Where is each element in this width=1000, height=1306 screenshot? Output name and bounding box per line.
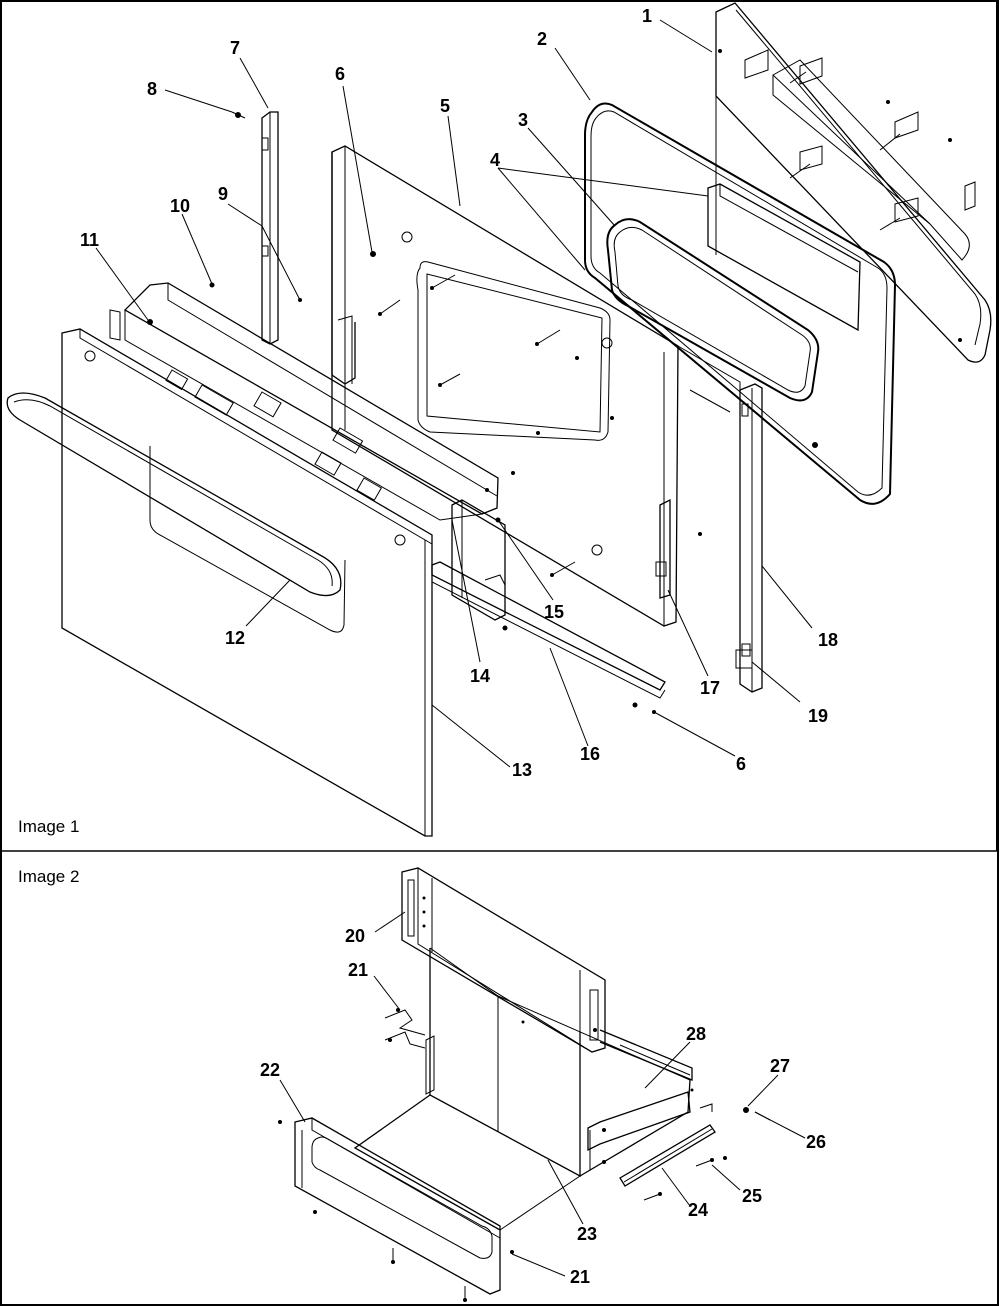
part-17-hinge-clip bbox=[655, 498, 671, 599]
callout-6-upper: 6 bbox=[335, 64, 345, 84]
callout-9: 9 bbox=[218, 184, 228, 204]
callout-20: 20 bbox=[345, 926, 365, 946]
image-2-callouts: 20 21 22 23 21 24 25 26 27 28 bbox=[260, 926, 826, 1287]
callout-12: 12 bbox=[225, 628, 245, 648]
part-22-drawer-front bbox=[278, 1117, 514, 1302]
callout-19: 19 bbox=[808, 706, 828, 726]
callout-25: 25 bbox=[742, 1186, 762, 1206]
callout-10: 10 bbox=[170, 196, 190, 216]
callout-21-upper: 21 bbox=[348, 960, 368, 980]
callout-23: 23 bbox=[577, 1224, 597, 1244]
callout-2: 2 bbox=[537, 29, 547, 49]
part-25-screw bbox=[643, 1156, 727, 1201]
part-23-drawer-box bbox=[353, 947, 691, 1231]
image-2-leaders bbox=[279, 911, 806, 1277]
callout-7: 7 bbox=[230, 38, 240, 58]
part-16-bottom-channel bbox=[431, 561, 666, 708]
callout-24: 24 bbox=[688, 1200, 708, 1220]
part-20-rear-panel bbox=[401, 867, 606, 1053]
part-19-hinge-bracket bbox=[735, 649, 753, 669]
part-1-door-liner bbox=[715, 2, 992, 363]
part-18-hinge-rail bbox=[739, 383, 763, 693]
part-10-screw bbox=[209, 282, 215, 288]
callout-11: 11 bbox=[80, 230, 99, 250]
callout-16: 16 bbox=[580, 744, 600, 764]
part-28-side-rail bbox=[599, 1029, 693, 1081]
callout-8: 8 bbox=[147, 79, 157, 99]
part-12-door-handle bbox=[6, 392, 346, 633]
image-1-callouts: 1 2 3 4 5 6 7 8 9 10 11 12 13 14 15 16 1… bbox=[80, 6, 838, 780]
part-21-clip bbox=[384, 1008, 426, 1049]
callout-17: 17 bbox=[700, 678, 720, 698]
part-24-slide-rail bbox=[619, 1103, 716, 1187]
callout-15: 15 bbox=[544, 602, 564, 622]
part-2-door-gasket bbox=[584, 102, 897, 505]
panel-label-image-1: Image 1 bbox=[18, 817, 79, 836]
callout-22: 22 bbox=[260, 1060, 280, 1080]
part-9-hinge-rail bbox=[298, 152, 356, 385]
callout-1: 1 bbox=[642, 6, 652, 26]
callout-3: 3 bbox=[518, 110, 528, 130]
part-27-screw bbox=[743, 1107, 749, 1113]
callout-21-lower: 21 bbox=[570, 1267, 590, 1287]
part-8-screw bbox=[231, 111, 246, 119]
part-3-window-gasket bbox=[606, 218, 820, 402]
callout-4: 4 bbox=[490, 150, 500, 170]
part-13-outer-door-panel bbox=[61, 328, 433, 837]
callout-13: 13 bbox=[512, 760, 532, 780]
part-14-side-bracket bbox=[451, 499, 506, 621]
image-2-drawing: 20 21 22 23 21 24 25 26 27 28 Image 2 bbox=[18, 867, 826, 1302]
callout-6-lower: 6 bbox=[736, 754, 746, 774]
image-1-drawing: 1 2 3 4 5 6 7 8 9 10 11 12 13 14 15 16 1… bbox=[6, 2, 992, 837]
rail-screw bbox=[690, 1088, 694, 1092]
callout-26: 26 bbox=[806, 1132, 826, 1152]
part-7-hinge-rail bbox=[261, 111, 279, 345]
gasket-clip bbox=[812, 442, 818, 448]
callout-5: 5 bbox=[440, 96, 450, 116]
door-frame-edge bbox=[677, 345, 741, 392]
part-4-glass-panel bbox=[707, 183, 861, 332]
callout-27: 27 bbox=[770, 1056, 790, 1076]
panel-label-image-2: Image 2 bbox=[18, 867, 79, 886]
door-frame-edge-2 bbox=[689, 389, 731, 413]
callout-14: 14 bbox=[470, 666, 490, 686]
part-5-inner-panel bbox=[331, 145, 702, 627]
callout-18: 18 bbox=[818, 630, 838, 650]
callout-28: 28 bbox=[686, 1024, 706, 1044]
drawer-side-panel bbox=[587, 1091, 691, 1170]
part-11-control-panel bbox=[109, 282, 515, 521]
image-1-leaders bbox=[95, 19, 813, 768]
